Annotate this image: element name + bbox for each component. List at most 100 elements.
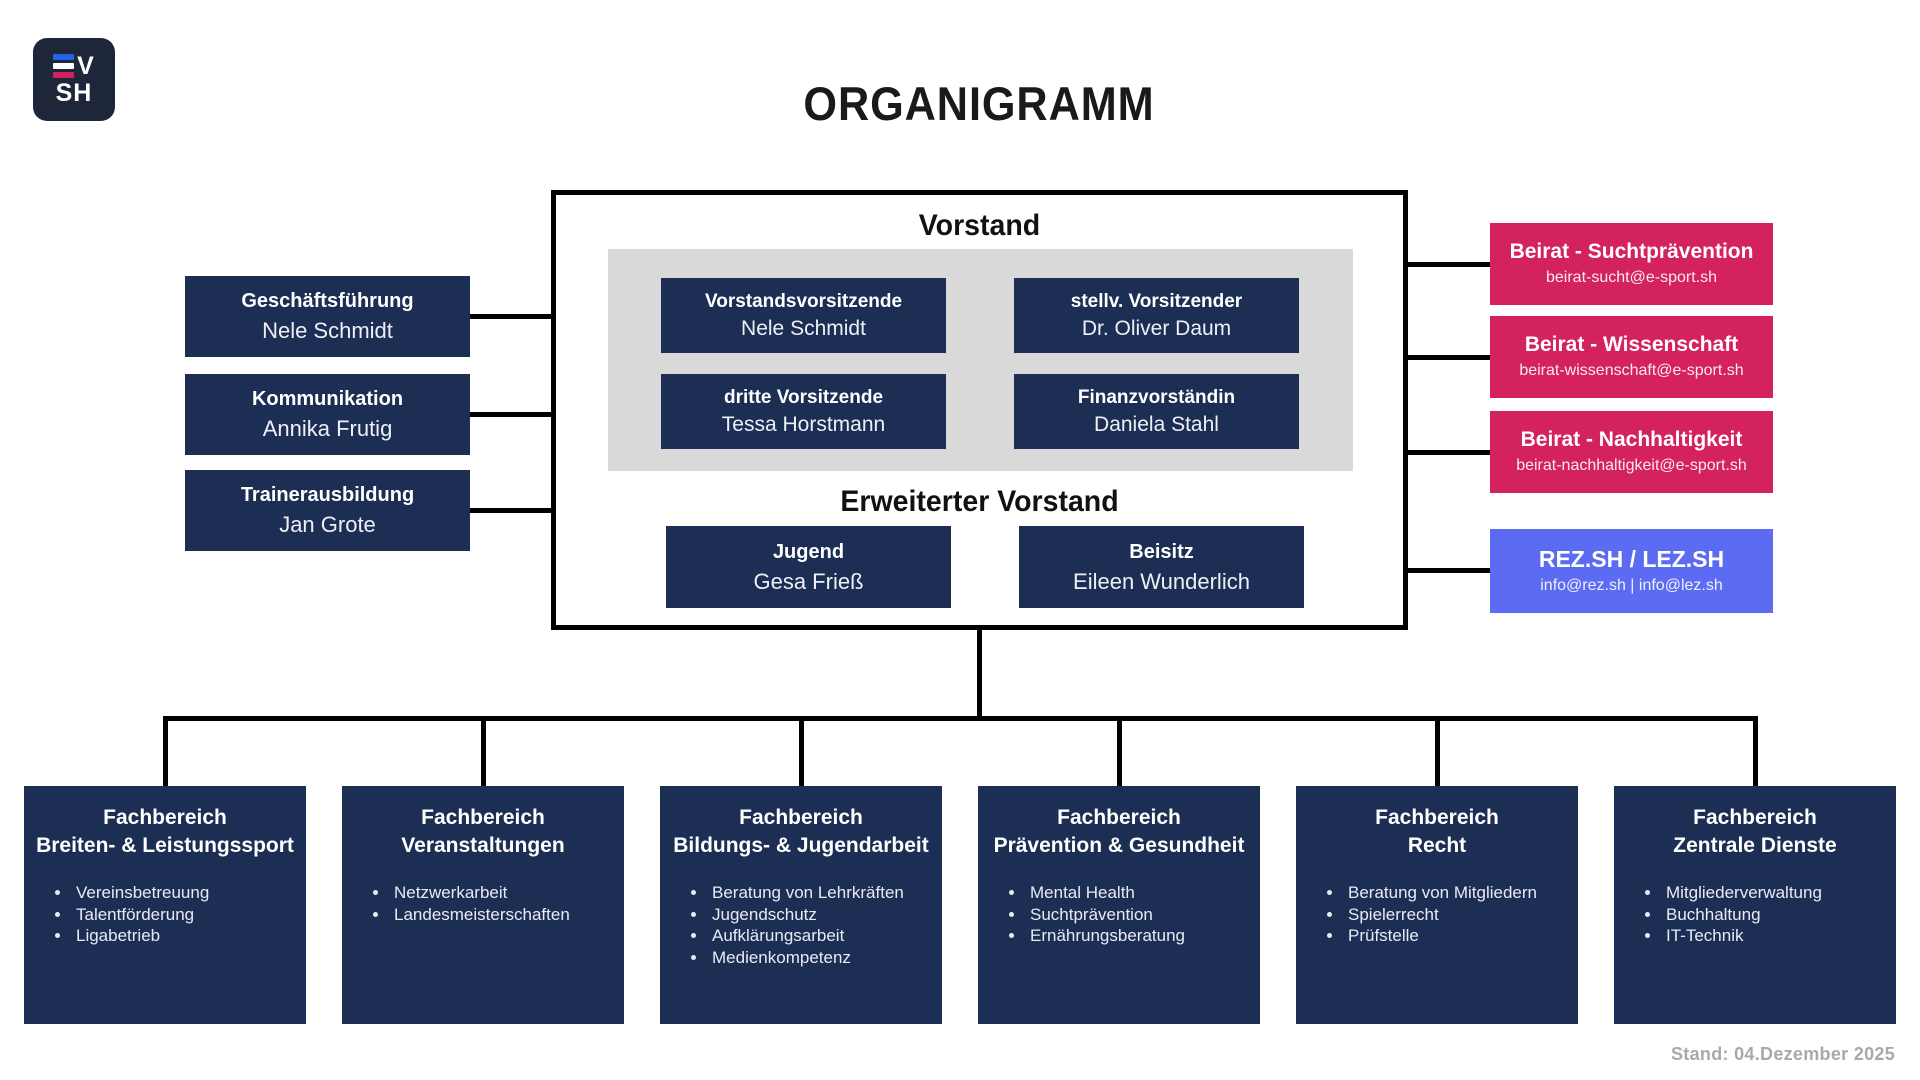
tree-stub-line	[1435, 716, 1440, 786]
beirat-email: beirat-nachhaltigkeit@e-sport.sh	[1516, 457, 1747, 474]
connector-line	[470, 314, 551, 319]
tree-stub-line	[481, 716, 486, 786]
staff-box-kommunikation: Kommunikation Annika Frutig	[185, 374, 470, 455]
dept-task: Jugendschutz	[708, 904, 942, 926]
dept-recht: Fachbereich Recht Beratung von Mitgliede…	[1296, 786, 1578, 1024]
board-member-dritte-vorsitzende: dritte Vorsitzende Tessa Horstmann	[661, 374, 946, 449]
dept-zentrale-dienste: Fachbereich Zentrale Dienste Mitgliederv…	[1614, 786, 1896, 1024]
dept-title: Fachbereich Veranstaltungen	[401, 806, 565, 857]
stand-date-label: Stand: 04.Dezember 2025	[1671, 1044, 1895, 1064]
staff-name: Jan Grote	[279, 512, 376, 537]
beirat-nachhaltigkeit-box: Beirat - Nachhaltigkeit beirat-nachhalti…	[1490, 411, 1773, 493]
staff-box-trainerausbildung: Trainerausbildung Jan Grote	[185, 470, 470, 551]
member-name: Eileen Wunderlich	[1073, 568, 1250, 594]
logo-e-glyph	[53, 54, 75, 78]
beirat-title: Beirat - Nachhaltigkeit	[1520, 428, 1743, 451]
dept-task-list: Mitgliederverwaltung Buchhaltung IT-Tech…	[1614, 882, 1896, 947]
connector-line	[1408, 262, 1490, 267]
member-name: Gesa Frieß	[753, 568, 864, 594]
tree-horizontal-line	[163, 716, 1757, 721]
member-role: Jugend	[772, 540, 845, 563]
tree-stub-line	[1117, 716, 1122, 786]
board-member-jugend: Jugend Gesa Frieß	[666, 526, 951, 608]
vorstand-container: Vorstand Vorstandsvorsitzende Nele Schmi…	[551, 190, 1408, 630]
dept-title: Fachbereich Zentrale Dienste	[1673, 806, 1837, 857]
logo-top-row: V	[53, 51, 95, 80]
member-role: Beisitz	[1129, 540, 1194, 563]
connector-line	[1408, 568, 1490, 573]
dept-title: Fachbereich Prävention & Gesundheit	[993, 806, 1245, 857]
tree-stub-line	[799, 716, 804, 786]
connector-line	[470, 508, 551, 513]
evsh-logo: V SH	[33, 38, 115, 121]
staff-name: Nele Schmidt	[262, 318, 393, 343]
partner-email: info@rez.sh | info@lez.sh	[1540, 577, 1723, 594]
staff-role: Trainerausbildung	[240, 484, 415, 506]
dept-task: Buchhaltung	[1662, 904, 1896, 926]
dept-breiten-leistungssport: Fachbereich Breiten- & Leistungssport Ve…	[24, 786, 306, 1024]
dept-task: Aufklärungsarbeit	[708, 925, 942, 947]
staff-box-geschaeftsfuehrung: Geschäftsführung Nele Schmidt	[185, 276, 470, 357]
dept-task: Ernährungsberatung	[1026, 925, 1260, 947]
vorstand-gray-panel: Vorstandsvorsitzende Nele Schmidt stellv…	[608, 249, 1353, 471]
board-member-vorstandsvorsitzende: Vorstandsvorsitzende Nele Schmidt	[661, 278, 946, 353]
beirat-wissenschaft-box: Beirat - Wissenschaft beirat-wissenschaf…	[1490, 316, 1773, 398]
member-name: Dr. Oliver Daum	[1081, 317, 1232, 340]
beirat-suchtpraevention-box: Beirat - Suchtprävention beirat-sucht@e-…	[1490, 223, 1773, 305]
partner-title: REZ.SH / LEZ.SH	[1538, 546, 1725, 572]
connector-line	[1408, 450, 1490, 455]
rez-lez-box: REZ.SH / LEZ.SH info@rez.sh | info@lez.s…	[1490, 529, 1773, 613]
dept-task: Mental Health	[1026, 882, 1260, 904]
dept-task: Medienkompetenz	[708, 947, 942, 969]
dept-task: Talentförderung	[72, 904, 306, 926]
tree-stub-line	[1753, 716, 1758, 786]
board-member-beisitz: Beisitz Eileen Wunderlich	[1019, 526, 1304, 608]
dept-task-list: Netzwerkarbeit Landesmeisterschaften	[342, 882, 624, 925]
dept-task-list: Beratung von Lehrkräften Jugendschutz Au…	[660, 882, 942, 968]
dept-bildungs-jugendarbeit: Fachbereich Bildungs- & Jugendarbeit Ber…	[660, 786, 942, 1024]
connector-line	[470, 412, 551, 417]
board-member-finanzvorstaendin: Finanzvorständin Daniela Stahl	[1014, 374, 1299, 449]
member-role: Finanzvorständin	[1077, 387, 1236, 408]
beirat-title: Beirat - Suchtprävention	[1509, 240, 1754, 263]
page-title: ORGANIGRAMM	[803, 77, 1155, 130]
dept-task: Netzwerkarbeit	[390, 882, 624, 904]
dept-task: Beratung von Lehrkräften	[708, 882, 942, 904]
beirat-email: beirat-wissenschaft@e-sport.sh	[1519, 362, 1744, 379]
dept-task: Prüfstelle	[1344, 925, 1578, 947]
member-role: stellv. Vorsitzender	[1070, 291, 1243, 312]
dept-task: Beratung von Mitgliedern	[1344, 882, 1578, 904]
dept-task: Spielerrecht	[1344, 904, 1578, 926]
dept-task-list: Mental Health Suchtprävention Ernährungs…	[978, 882, 1260, 947]
connector-line	[1408, 355, 1490, 360]
staff-name: Annika Frutig	[262, 416, 393, 441]
dept-title: Fachbereich Recht	[1375, 806, 1499, 857]
beirat-title: Beirat - Wissenschaft	[1524, 333, 1739, 356]
dept-task: Mitgliederverwaltung	[1662, 882, 1896, 904]
dept-praevention-gesundheit: Fachbereich Prävention & Gesundheit Ment…	[978, 786, 1260, 1024]
board-member-stellv-vorsitzender: stellv. Vorsitzender Dr. Oliver Daum	[1014, 278, 1299, 353]
beirat-email: beirat-sucht@e-sport.sh	[1546, 269, 1717, 286]
dept-task: Vereinsbetreuung	[72, 882, 306, 904]
dept-title: Fachbereich Bildungs- & Jugendarbeit	[673, 806, 929, 857]
dept-task: Suchtprävention	[1026, 904, 1260, 926]
dept-task: IT-Technik	[1662, 925, 1896, 947]
member-name: Tessa Horstmann	[721, 413, 886, 436]
member-role: Vorstandsvorsitzende	[704, 291, 903, 312]
staff-role: Kommunikation	[251, 388, 404, 410]
tree-stub-line	[163, 716, 168, 786]
member-name: Nele Schmidt	[741, 317, 866, 340]
vorstand-heading: Vorstand	[918, 209, 1041, 242]
member-role: dritte Vorsitzende	[723, 387, 884, 408]
dept-veranstaltungen: Fachbereich Veranstaltungen Netzwerkarbe…	[342, 786, 624, 1024]
dept-task-list: Vereinsbetreuung Talentförderung Ligabet…	[24, 882, 306, 947]
logo-letters-sh: SH	[55, 78, 93, 107]
erweiterter-vorstand-heading: Erweiterter Vorstand	[840, 485, 1119, 518]
dept-title: Fachbereich Breiten- & Leistungssport	[36, 806, 294, 857]
dept-task: Ligabetrieb	[72, 925, 306, 947]
tree-drop-line	[977, 630, 982, 721]
staff-role: Geschäftsführung	[241, 290, 414, 312]
logo-letter-v: V	[77, 51, 95, 80]
dept-task-list: Beratung von Mitgliedern Spielerrecht Pr…	[1296, 882, 1578, 947]
